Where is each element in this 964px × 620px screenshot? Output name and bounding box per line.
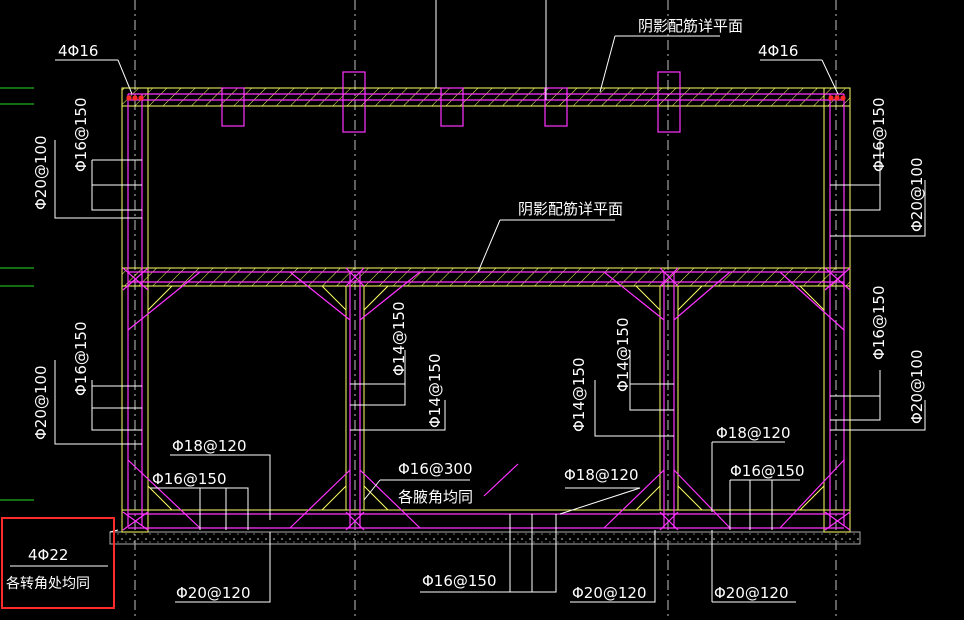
right-lower-a: Φ16@150 (870, 285, 888, 360)
center-note: 各腋角均同 (398, 488, 473, 506)
left-lower-a: Φ16@150 (72, 321, 90, 396)
green-marks (0, 87, 34, 501)
bottom-slab (109, 509, 861, 545)
right-upper-a: Φ16@150 (870, 97, 888, 172)
corner-right-top: 4Φ16 (758, 42, 798, 60)
right-lower-b: Φ20@100 (908, 349, 926, 424)
slab-openings (221, 71, 681, 133)
mid-right-a: Φ14@150 (614, 317, 632, 392)
corner-bars (126, 95, 846, 101)
title-mid: 阴影配筋详平面 (518, 200, 623, 218)
title-top: 阴影配筋详平面 (638, 17, 743, 35)
bottom-phi20-left: Φ20@120 (176, 584, 251, 602)
callout-box: 4Φ22 各转角处均同 (1, 517, 115, 609)
left-phi18: Φ18@120 (172, 437, 247, 455)
right-upper-b: Φ20@100 (908, 157, 926, 232)
top-slab (121, 87, 851, 107)
labels: 阴影配筋详平面 阴影配筋详平面 4Φ16 4Φ16 Φ16@150 Φ20@10… (32, 17, 926, 602)
center-phi16: Φ16@300 (398, 460, 473, 478)
mid-left-b: Φ14@150 (426, 353, 444, 428)
rebar (122, 93, 851, 531)
corner-left-top: 4Φ16 (58, 42, 98, 60)
callout-line2: 各转角处均同 (6, 576, 90, 592)
mid-left-a: Φ14@150 (390, 301, 408, 376)
bottom-phi20-mid: Φ20@120 (572, 584, 647, 602)
magenta-note-mark (483, 463, 519, 497)
callout-line1: 4Φ22 (28, 546, 68, 564)
right-phi18: Φ18@120 (716, 424, 791, 442)
left-upper-b: Φ20@100 (32, 135, 50, 210)
right-phi16: Φ16@150 (730, 462, 805, 480)
bottom-phi16: Φ16@150 (422, 572, 497, 590)
bottom-phi20-right: Φ20@120 (714, 584, 789, 602)
mid-right-b: Φ14@150 (570, 357, 588, 432)
haunches (147, 285, 825, 511)
left-phi16: Φ16@150 (152, 470, 227, 488)
center-phi18: Φ18@120 (564, 466, 639, 484)
left-lower-b: Φ20@100 (32, 365, 50, 440)
middle-slab (121, 267, 851, 287)
left-upper-a: Φ16@150 (72, 97, 90, 172)
